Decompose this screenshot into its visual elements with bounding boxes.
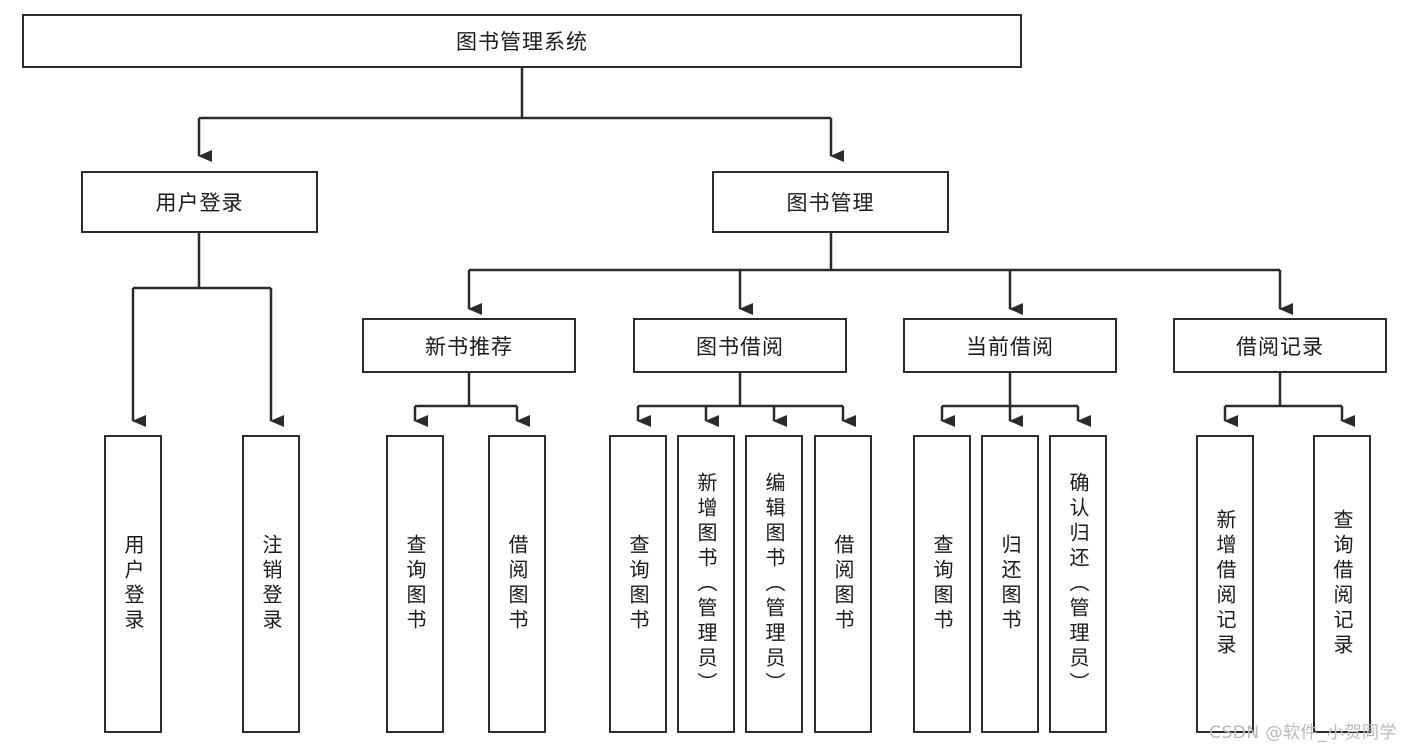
node-label: 查询借阅记录 [1330, 509, 1354, 659]
node-label: 注销登录 [259, 534, 283, 634]
node-label: 用户登录 [155, 191, 244, 215]
node-label: 图书借阅 [696, 334, 784, 359]
leaf-user-login-signin[interactable]: 用户登录 [104, 435, 162, 733]
node-borrow-record[interactable]: 借阅记录 [1173, 318, 1387, 373]
node-book-management[interactable]: 图书管理 [712, 171, 949, 233]
leaf-current-confirm-return-admin[interactable]: 确认归还（管理员） [1049, 435, 1107, 733]
node-book-borrow[interactable]: 图书借阅 [633, 318, 847, 373]
leaf-user-login-signout[interactable]: 注销登录 [242, 435, 300, 733]
leaf-borrow-query-book[interactable]: 查询图书 [609, 435, 667, 733]
node-label: 新增图书（管理员） [694, 471, 718, 697]
node-label: 编辑图书（管理员） [762, 471, 786, 697]
node-label: 图书管理系统 [456, 30, 588, 54]
node-label: 新增借阅记录 [1213, 509, 1237, 659]
leaf-record-query-record[interactable]: 查询借阅记录 [1313, 435, 1371, 733]
leaf-borrow-add-book-admin[interactable]: 新增图书（管理员） [677, 435, 735, 733]
node-label: 查询图书 [930, 534, 954, 634]
leaf-current-return-book[interactable]: 归还图书 [981, 435, 1039, 733]
leaf-borrow-edit-book-admin[interactable]: 编辑图书（管理员） [745, 435, 803, 733]
node-label: 归还图书 [998, 534, 1022, 634]
leaf-new-book-query[interactable]: 查询图书 [386, 435, 444, 733]
leaf-record-add-record[interactable]: 新增借阅记录 [1196, 435, 1254, 733]
node-label: 借阅记录 [1236, 334, 1324, 359]
node-current-borrow[interactable]: 当前借阅 [903, 318, 1117, 373]
node-label: 图书管理 [786, 191, 875, 215]
node-label: 借阅图书 [505, 534, 529, 634]
node-label: 用户登录 [121, 534, 145, 634]
node-root-book-management-system[interactable]: 图书管理系统 [22, 14, 1022, 68]
node-label: 查询图书 [626, 534, 650, 634]
node-new-book-recommend[interactable]: 新书推荐 [362, 318, 576, 373]
leaf-current-query-book[interactable]: 查询图书 [913, 435, 971, 733]
leaf-borrow-borrow-book[interactable]: 借阅图书 [814, 435, 872, 733]
csdn-watermark: CSDN @软件_小贺同学 [1209, 723, 1397, 743]
node-label: 借阅图书 [831, 534, 855, 634]
node-label: 新书推荐 [425, 334, 513, 359]
leaf-new-book-borrow[interactable]: 借阅图书 [488, 435, 546, 733]
node-label: 查询图书 [403, 534, 427, 634]
node-label: 当前借阅 [966, 334, 1054, 359]
node-user-login[interactable]: 用户登录 [81, 171, 318, 233]
node-label: 确认归还（管理员） [1066, 471, 1090, 697]
